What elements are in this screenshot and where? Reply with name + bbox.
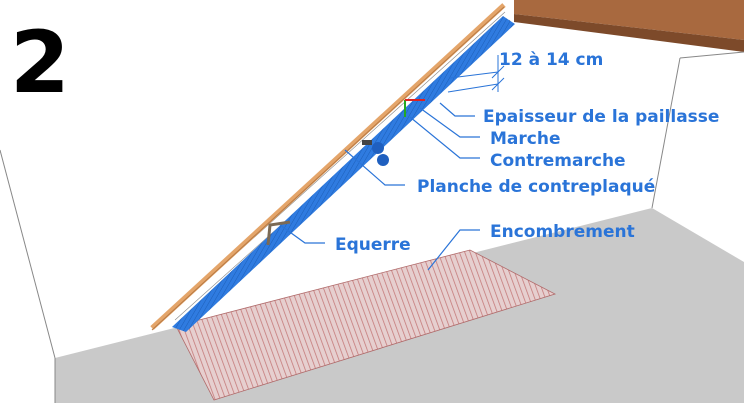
rail-shadow — [151, 6, 505, 331]
label-thickness-range: 12 à 14 cm — [499, 50, 603, 70]
stringer-rail — [150, 3, 506, 330]
leader-lines — [279, 102, 480, 271]
right-wall-edge — [651, 57, 681, 209]
plywood-board — [172, 16, 515, 332]
upper-floor-deck — [514, 0, 744, 40]
ceiling-edge — [679, 51, 744, 59]
clamp-icon — [362, 140, 389, 166]
footprint-area — [175, 249, 557, 401]
label-riser: Contremarche — [490, 151, 626, 171]
label-square: Equerre — [335, 235, 411, 255]
upper-floor-edge — [514, 14, 744, 52]
figure-number: 2 — [10, 13, 70, 113]
label-footprint: Encombrement — [490, 222, 635, 242]
label-slab-thickness: Epaisseur de la paillasse — [483, 107, 719, 127]
square-tool-icon — [266, 220, 291, 246]
left-wall-edge — [0, 149, 56, 359]
thickness-dimension — [447, 55, 505, 93]
label-tread: Marche — [490, 129, 560, 149]
label-plywood: Planche de contreplaqué — [417, 177, 655, 197]
